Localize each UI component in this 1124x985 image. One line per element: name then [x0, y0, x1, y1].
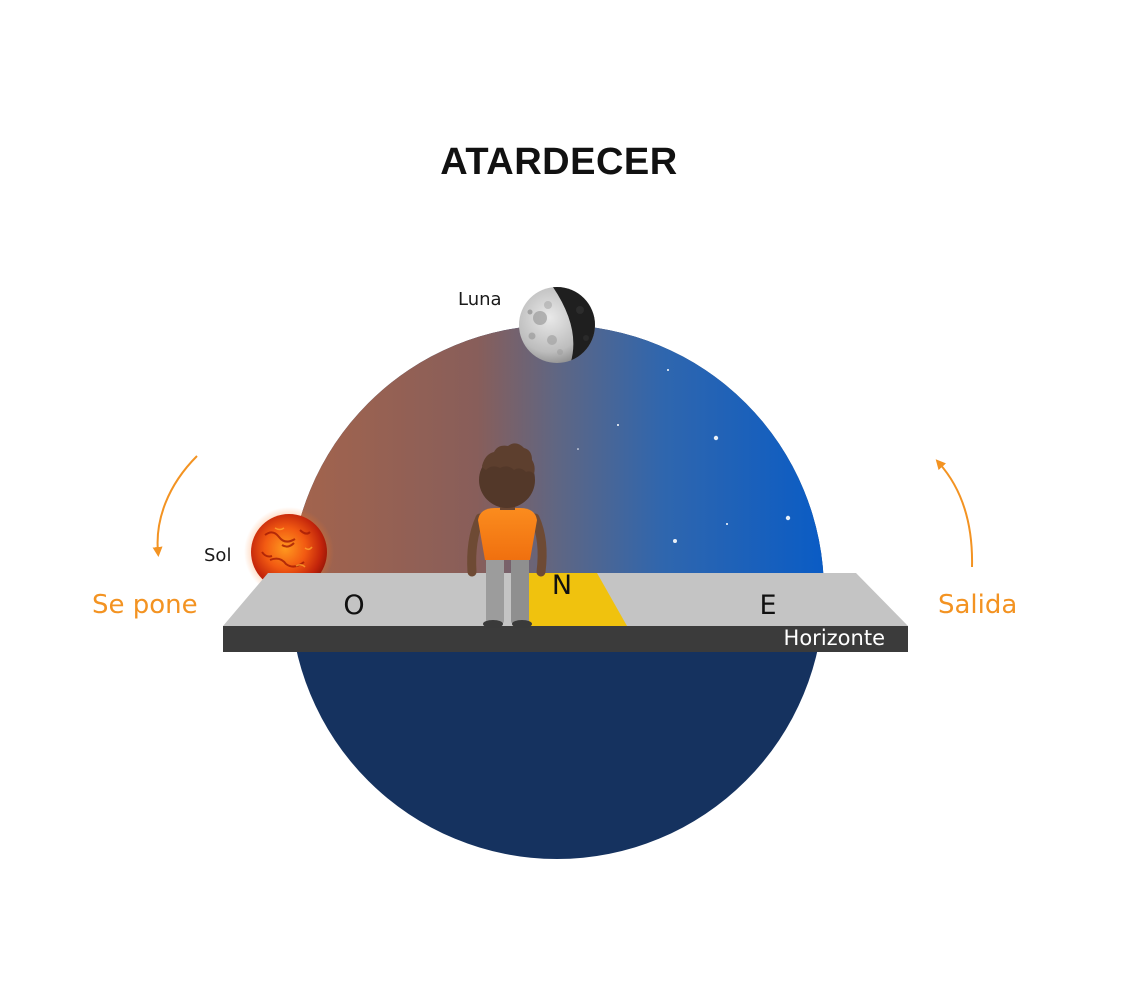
curved-arrow-down-icon: [152, 455, 198, 557]
horizon-platform: [223, 573, 908, 652]
north-marker: [513, 573, 627, 626]
cardinal-west: O: [343, 590, 364, 621]
person-icon: [467, 443, 547, 628]
sets-label: Se pone: [92, 590, 198, 620]
star: [673, 539, 677, 543]
horizon-label: Horizonte: [784, 626, 885, 650]
star: [617, 424, 619, 426]
platform-edge: [223, 626, 908, 652]
moon-icon: [519, 287, 595, 363]
sky-dome: [290, 325, 824, 600]
star: [713, 435, 719, 441]
star: [577, 448, 579, 450]
sun-label: Sol: [204, 545, 231, 566]
star: [726, 523, 728, 525]
moon-label: Luna: [458, 289, 502, 310]
rises-label: Salida: [938, 590, 1017, 620]
star: [785, 515, 791, 521]
diagram-title: ATARDECER: [440, 141, 677, 183]
curved-arrow-up-icon: [935, 459, 974, 568]
star: [667, 369, 669, 371]
cardinal-east: E: [759, 590, 776, 621]
stars: [577, 369, 791, 543]
cardinal-north: N: [552, 570, 572, 601]
